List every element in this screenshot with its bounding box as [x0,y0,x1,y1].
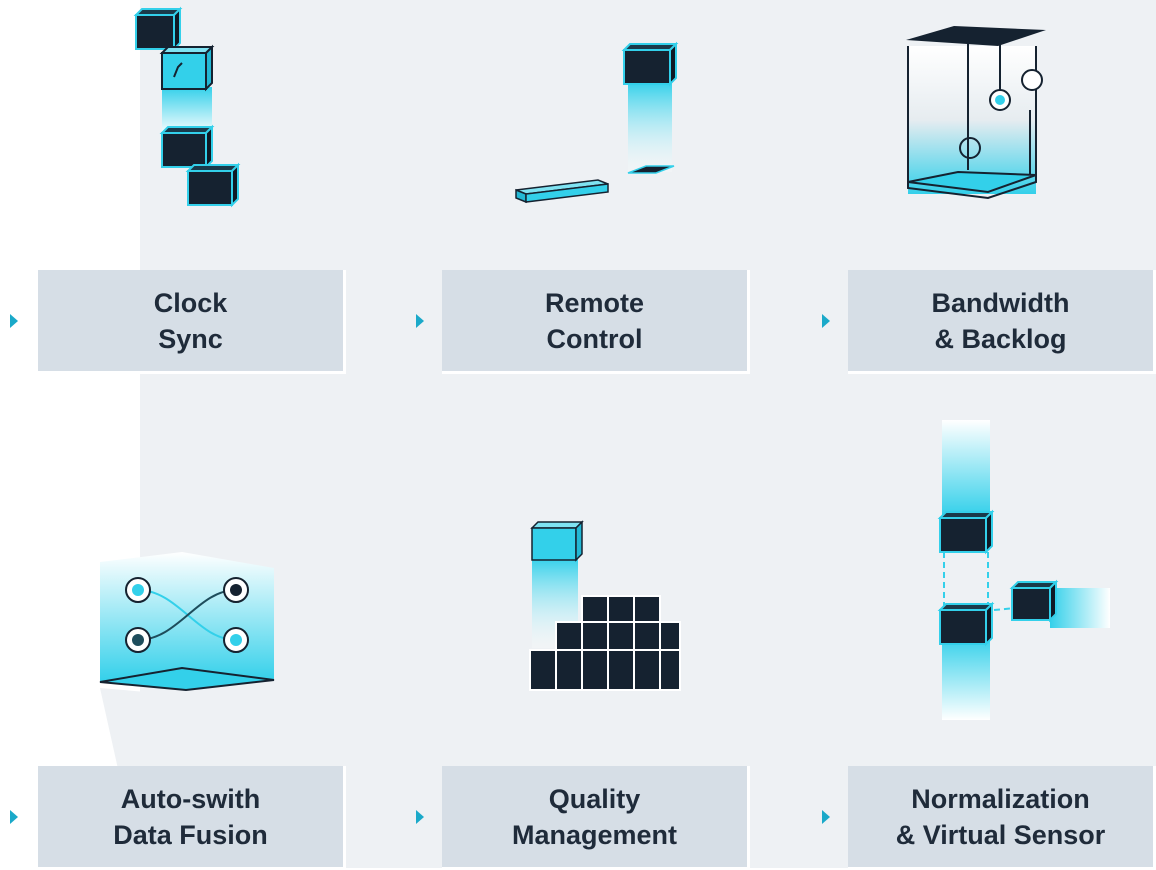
arrow-icon [822,314,830,328]
card-title-line2: Data Fusion [113,819,268,850]
arrow-icon [822,810,830,824]
card-quality-management: Quality Management [442,766,750,870]
node-switch-icon [99,552,275,692]
arrow-icon [10,810,18,824]
card-remote-control: Remote Control [442,270,750,374]
arrow-icon [10,314,18,328]
arrow-icon [416,810,424,824]
tank-icon [906,26,1046,200]
stacked-cubes-icon [133,6,241,208]
card-title-line2: Management [511,819,678,850]
remote-cube-icon [515,41,679,204]
card-title-line1: Remote [544,287,645,318]
card-title-line1: Bandwidth [931,287,1070,318]
card-title-line2: Sync [158,323,223,354]
card-virtual-sensor: Normalization & Virtual Sensor [848,766,1156,870]
card-title-line1: Auto-swith [120,783,261,814]
card-title-line2: & Virtual Sensor [895,819,1106,850]
arrow-icon [416,314,424,328]
card-bandwidth-backlog: Bandwidth & Backlog [848,270,1156,374]
card-title-line1: Quality [548,783,641,814]
virtual-sensor-icon [937,420,1110,720]
card-title-line2: & Backlog [934,323,1067,354]
card-title-line1: Normalization [911,783,1090,814]
card-clock-sync: Clock Sync [38,270,346,374]
card-title-line2: Control [546,323,643,354]
cube-grid-icon [529,520,681,691]
card-data-fusion: Auto-swith Data Fusion [38,766,346,870]
card-title-line1: Clock [153,287,228,318]
